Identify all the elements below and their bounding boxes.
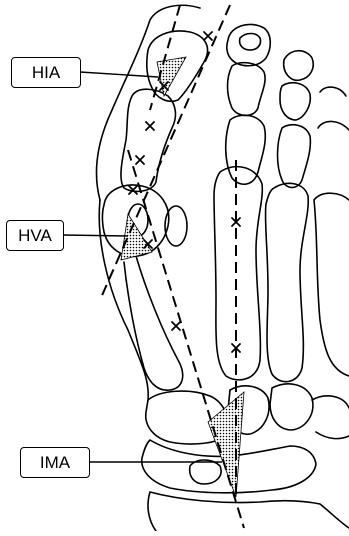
fourth-toe-proximal (318, 121, 349, 130)
angle-shading (121, 57, 244, 497)
marker-1 (204, 32, 212, 40)
fourth-metatarsal (314, 193, 349, 376)
lateral-cuneiform (270, 384, 313, 430)
hia-label: HIA (11, 57, 81, 88)
hallux-proximal-phalanx (121, 89, 176, 191)
fourth-toe-distal (320, 87, 346, 96)
hallux-proximal-axis (100, 5, 230, 300)
hva-label: HVA (6, 220, 64, 251)
third-toe-distal (284, 51, 314, 81)
second-toe-distal-inner (240, 34, 261, 51)
ima-label: IMA (20, 447, 90, 478)
second-toe-middle (228, 63, 266, 116)
midfoot-detail (190, 460, 221, 484)
third-metatarsal (265, 183, 308, 381)
hva-leader-line (63, 235, 128, 236)
third-toe-middle (280, 83, 310, 120)
foot-outline (96, 5, 200, 200)
hia-leader-line (80, 72, 158, 77)
second-metatarsal (214, 167, 262, 380)
second-toe-proximal (226, 115, 266, 184)
cuboid (312, 396, 349, 439)
talus (148, 492, 349, 531)
third-toe-proximal (278, 125, 311, 188)
marker-3 (146, 122, 154, 130)
marker-4 (136, 156, 144, 164)
foot-outline-lower (99, 200, 148, 400)
hia-angle-region (157, 57, 186, 96)
marker-7 (172, 322, 180, 330)
second-toe-distal (227, 24, 270, 65)
axis-markers (129, 32, 240, 352)
